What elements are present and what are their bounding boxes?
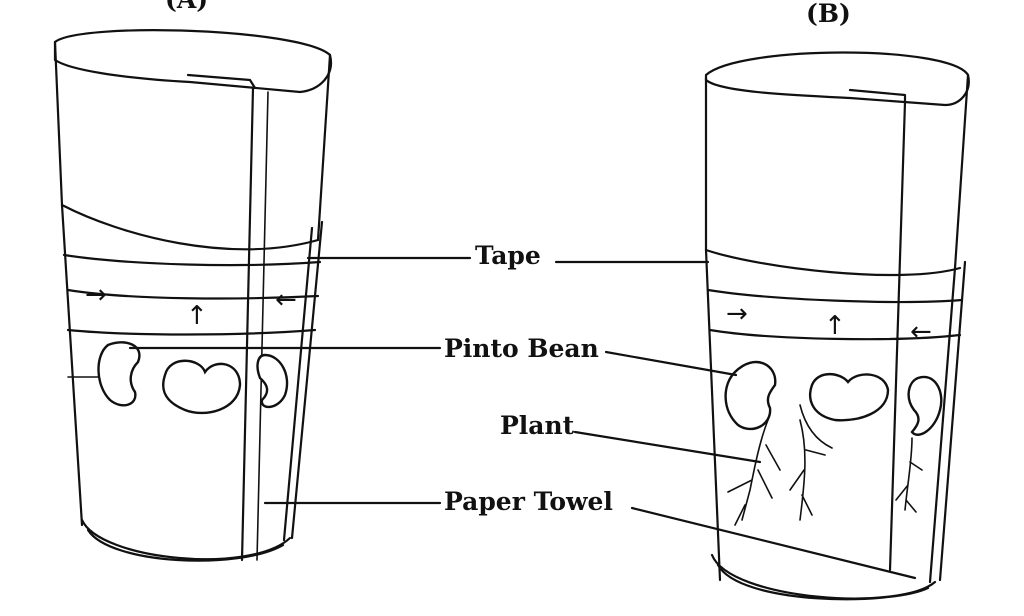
cup-a-rim — [60, 203, 320, 251]
cup-a-towel-left-side — [53, 40, 64, 207]
cup-b-roots-left — [727, 419, 781, 526]
cup-b-tape-top — [706, 288, 964, 304]
cup-b-bean-right — [907, 375, 943, 436]
paper-towel-leader-right — [630, 506, 917, 580]
cup-a-arrow-up: ↑ — [186, 301, 208, 331]
plant-leader — [573, 430, 762, 464]
cup-a-right-wall — [290, 220, 324, 540]
panel-a-heading: (A) — [165, 0, 208, 14]
cup-b-roots-right — [895, 437, 923, 513]
cup-a-bean-right — [256, 353, 289, 409]
cup-b-left-wall — [704, 248, 722, 582]
cup-a: → ↑ ← — [53, 29, 333, 562]
cup-b-arrow-up: ↑ — [824, 311, 846, 341]
cup-b-rim — [704, 248, 962, 277]
cup-a-bean-middle — [162, 359, 242, 415]
label-plant: Plant — [500, 411, 575, 440]
cup-b-towel-top — [704, 51, 970, 107]
cup-a-arrow-left: ← — [275, 285, 297, 315]
cup-a-towel-seam — [240, 86, 255, 562]
cup-b-bottom — [710, 553, 937, 600]
cup-a-towel-top — [53, 29, 333, 94]
cup-b-towel-seam — [888, 100, 907, 572]
cup-a-arrow-right: → — [85, 280, 107, 310]
label-tape: Tape — [475, 241, 541, 270]
cup-b-towel-right-side — [953, 73, 970, 270]
label-pinto-bean: Pinto Bean — [444, 334, 599, 363]
cup-a-left-wall — [60, 203, 84, 527]
cup-a-bean-left — [97, 341, 141, 407]
cup-b-arrow-left: ← — [910, 317, 932, 347]
cup-b: → ↑ ← — [704, 51, 970, 601]
cup-a-towel-seam-top — [186, 73, 257, 90]
cup-a-towel-right-side — [316, 53, 332, 242]
cup-b-roots-middle — [789, 404, 833, 521]
cup-b-bean-left — [724, 360, 777, 431]
panel-b-heading: (B) — [806, 0, 851, 28]
cup-a-tape-top — [62, 253, 322, 267]
pinto-bean-leader-right — [604, 350, 738, 377]
cup-a-bottom — [80, 518, 292, 561]
cup-b-bean-middle — [809, 372, 890, 422]
cup-b-arrow-right: → — [726, 299, 748, 329]
cup-b-right-wall — [938, 260, 967, 582]
label-paper-towel: Paper Towel — [444, 487, 613, 516]
cup-a-tape-bottom — [66, 328, 317, 336]
cup-b-towel-seam-top — [848, 88, 907, 104]
cup-b-tape-bottom — [708, 328, 962, 341]
